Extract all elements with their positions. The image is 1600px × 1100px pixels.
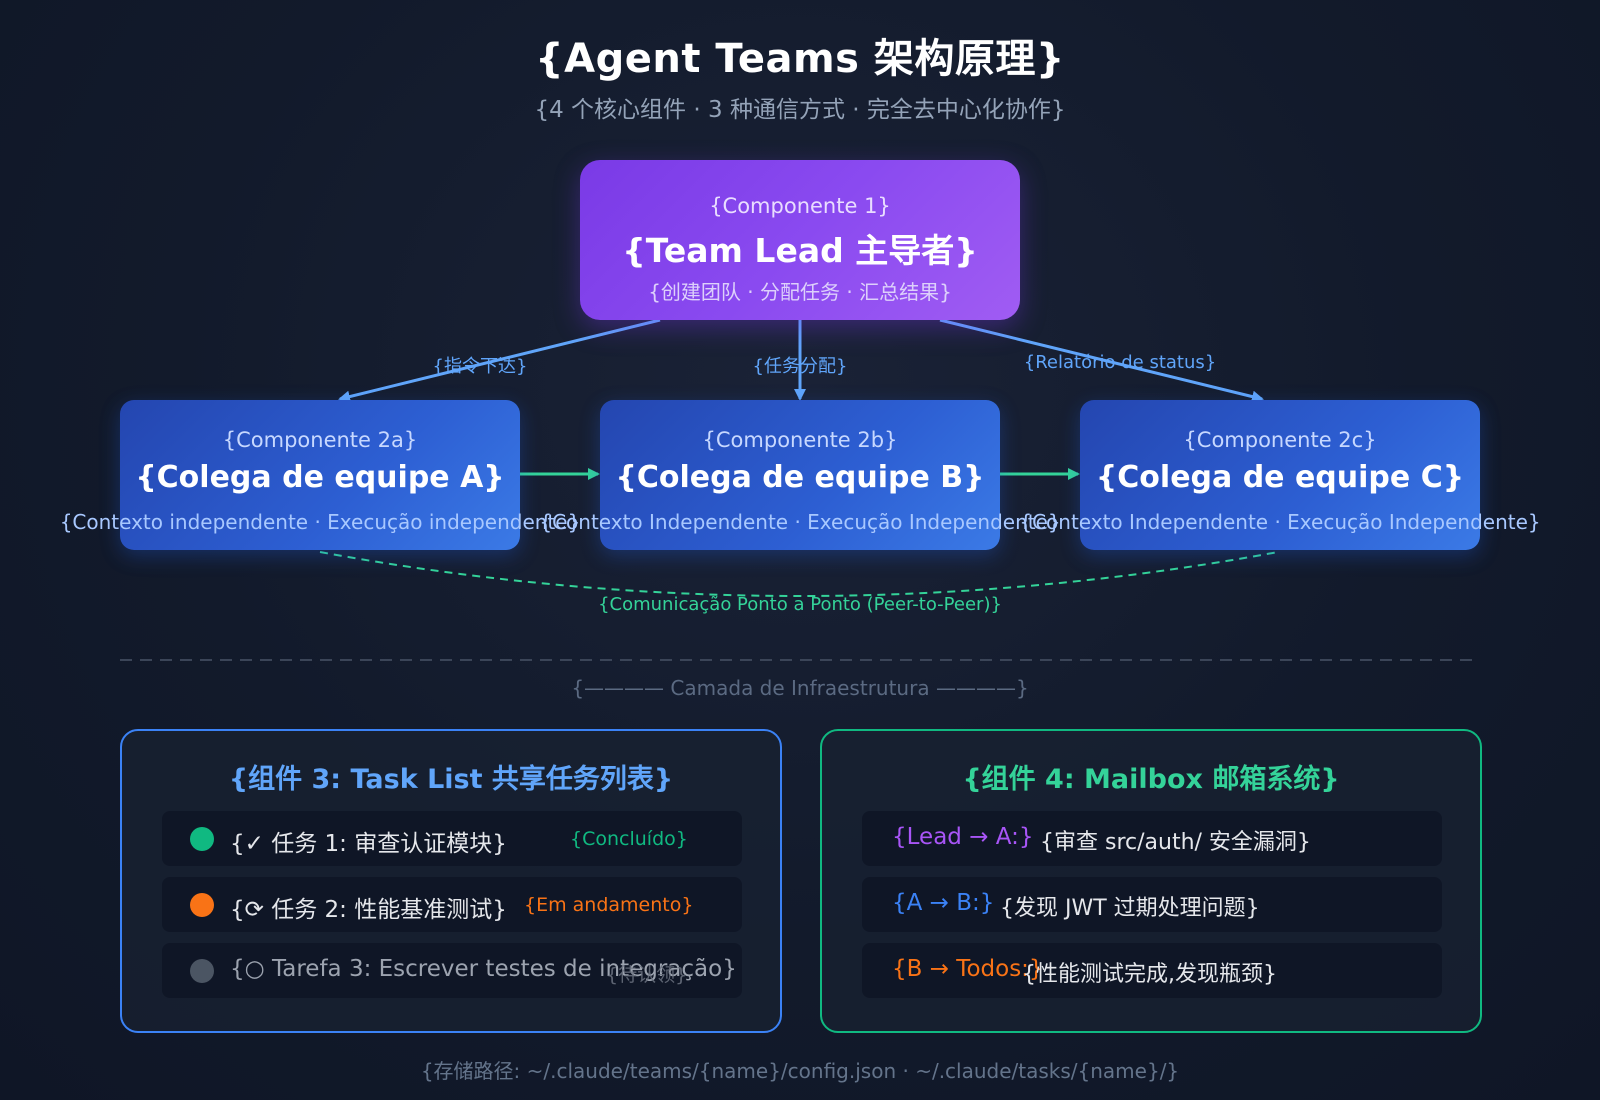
task-status: {Em andamento} [524,894,694,916]
edge-label-task-assign: {任务分配} [752,356,848,377]
task-status-dot [190,827,214,851]
teammate-c-node[interactable]: {Componente 2c} {Colega de equipe C} [1080,400,1480,550]
lead-to-c-arrow [939,318,1264,403]
team-lead-description: {创建团队 · 分配任务 · 汇总结果} [648,280,952,304]
teammate-a-description: {Contexto independente · Execução indepe… [59,510,581,534]
peer-to-peer-label: {Comunicação Ponto a Ponto (Peer-to-Peer… [598,594,1002,615]
team-lead-title: {Team Lead 主导者} [622,231,978,270]
task-list-panel: {组件 3: Task List 共享任务列表} {✓ 任务 1: 审查认证模块… [120,729,782,1033]
mail-row-2[interactable]: {A → B:} {发现 JWT 过期处理问题} [862,877,1442,932]
teammate-c-component-label: {Componente 2c} [1183,428,1377,452]
task-list-title: {组件 3: Task List 共享任务列表} [228,764,674,795]
mail-row-1[interactable]: {Lead → A:} {审查 src/auth/ 安全漏洞} [862,811,1442,866]
teammate-b-description: {Contexto Independente · Execução Indepe… [539,510,1061,534]
mail-route: {A → B:} [892,890,995,916]
mail-message: {发现 JWT 过期处理问题} [1000,896,1260,921]
storage-path-footer: {存储路径: ~/.claude/teams/{name}/config.jso… [420,1059,1180,1083]
task-row-2[interactable]: {⟳ 任务 2: 性能基准测试} {Em andamento} [162,877,742,932]
task-text: {⟳ 任务 2: 性能基准测试} [230,897,507,923]
task-text: {✓ 任务 1: 审查认证模块} [230,831,507,857]
mail-message: {审查 src/auth/ 安全漏洞} [1040,830,1311,855]
mail-route: {Lead → A:} [892,824,1034,850]
teammate-a-component-label: {Componente 2a} [222,428,418,452]
mail-route: {B → Todos:} [892,956,1044,982]
task-row-3[interactable]: {○ Tarefa 3: Escrever testes de integraç… [162,943,742,998]
teammate-a-node[interactable]: {Componente 2a} {Colega de equipe A} [120,400,520,550]
task-status: {待认领} [606,964,688,986]
task-row-1[interactable]: {✓ 任务 1: 审查认证模块} {Concluído} [162,811,742,866]
edge-label-commands: {指令下达} [432,356,528,377]
mailbox-title: {组件 4: Mailbox 邮箱系统} [962,764,1340,795]
teammate-b-node[interactable]: {Componente 2b} {Colega de equipe B} [600,400,1000,550]
team-lead-component-label: {Componente 1} [709,194,891,218]
diagram-subtitle: {4 个核心组件 · 3 种通信方式 · 完全去中心化协作} [534,97,1066,123]
task-status-dot [190,893,214,917]
teammate-c-description: {Contexto Independente · Execução Indepe… [1019,510,1541,534]
teammate-b-component-label: {Componente 2b} [702,428,898,452]
task-text: {○ Tarefa 3: Escrever testes de integraç… [230,956,737,982]
diagram-title: {Agent Teams 架构原理} [535,36,1065,82]
task-status-dot [190,959,214,983]
edge-label-status-report: {Relatório de status} [1023,352,1217,373]
teammate-c-title: {Colega de equipe C} [1095,460,1465,495]
teammate-b-title: {Colega de equipe B} [615,460,985,495]
mail-message: {性能测试完成,发现瓶颈} [1022,962,1277,987]
team-lead-node[interactable]: {Componente 1} {Team Lead 主导者} {创建团队 · 分… [580,160,1020,320]
infrastructure-layer-label: {———— Camada de Infraestrutura ————} [571,676,1029,700]
peer-to-peer-curve [319,551,1279,597]
mail-row-3[interactable]: {B → Todos:} {性能测试完成,发现瓶颈} [862,943,1442,998]
task-status: {Concluído} [570,828,688,850]
lead-to-a-arrow [338,318,661,403]
mailbox-panel: {组件 4: Mailbox 邮箱系统} {Lead → A:} {审查 src… [820,729,1482,1033]
teammate-a-title: {Colega de equipe A} [135,460,505,495]
